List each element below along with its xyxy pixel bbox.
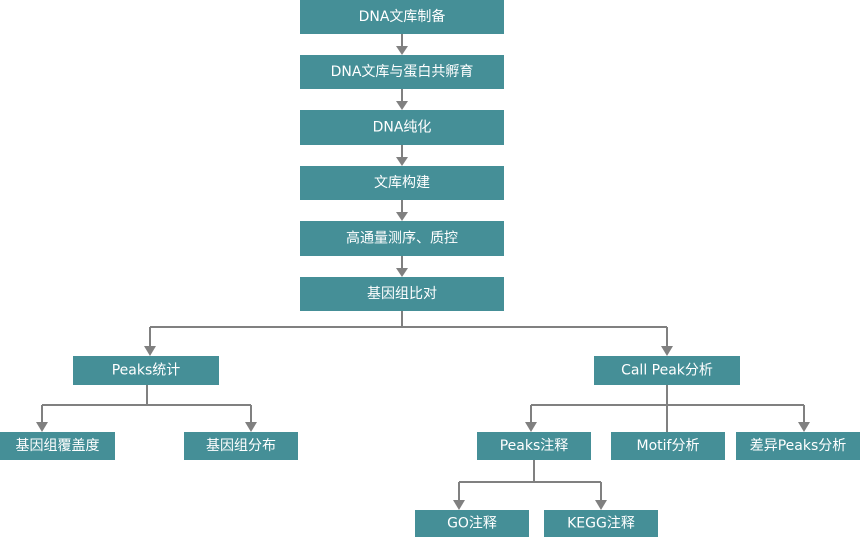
node-label: Motif分析 xyxy=(637,438,700,454)
node-label: DNA文库与蛋白共孵育 xyxy=(331,64,474,80)
node-call-peak-analysis: Call Peak分析 xyxy=(594,356,740,385)
arrowhead-n15 xyxy=(595,500,607,510)
node-genome-alignment: 基因组比对 xyxy=(300,277,504,311)
node-label: KEGG注释 xyxy=(567,516,635,532)
arrowhead-n9 xyxy=(36,422,48,432)
node-label: GO注释 xyxy=(447,516,497,532)
connector-n6-branch xyxy=(149,311,668,346)
node-dna-purification: DNA纯化 xyxy=(300,110,504,145)
node-label: 基因组覆盖度 xyxy=(16,437,100,454)
node-label: DNA纯化 xyxy=(373,120,432,136)
arrowhead-n14 xyxy=(453,500,465,510)
node-label: DNA文库制备 xyxy=(359,8,446,25)
node-genome-distribution: 基因组分布 xyxy=(184,432,298,460)
arrowhead-n8 xyxy=(661,346,673,356)
arrowhead-n4 xyxy=(396,157,408,166)
connector-n8-branch xyxy=(530,385,805,432)
arrowhead-n2 xyxy=(396,46,408,55)
node-label: Peaks统计 xyxy=(112,363,181,379)
node-peaks-statistics: Peaks统计 xyxy=(73,356,219,385)
node-label: Call Peak分析 xyxy=(621,363,713,379)
node-label: 文库构建 xyxy=(374,175,430,191)
node-peaks-annotation: Peaks注释 xyxy=(477,432,591,460)
node-sequencing-qc: 高通量测序、质控 xyxy=(300,221,504,256)
node-library-construction: 文库构建 xyxy=(300,166,504,200)
node-label: 基因组分布 xyxy=(206,437,276,454)
node-differential-peaks-analysis: 差异Peaks分析 xyxy=(736,432,860,460)
node-dna-protein-incubation: DNA文库与蛋白共孵育 xyxy=(300,55,504,89)
node-kegg-annotation: KEGG注释 xyxy=(544,510,658,537)
arrowhead-n6 xyxy=(396,268,408,277)
connector-n7-branch xyxy=(41,385,252,422)
node-label: 差异Peaks分析 xyxy=(750,438,847,454)
node-motif-analysis: Motif分析 xyxy=(611,432,725,460)
arrowhead-n11 xyxy=(525,422,537,432)
node-go-annotation: GO注释 xyxy=(415,510,529,537)
arrowhead-n3 xyxy=(396,101,408,110)
node-label: 高通量测序、质控 xyxy=(346,230,458,247)
node-dna-library-prep: DNA文库制备 xyxy=(300,0,504,34)
connectors xyxy=(36,34,810,510)
arrowhead-n13 xyxy=(798,422,810,432)
arrowhead-n10 xyxy=(245,422,257,432)
arrowhead-n7 xyxy=(144,346,156,356)
node-label: Peaks注释 xyxy=(500,438,569,454)
connector-n11-branch xyxy=(458,460,602,500)
arrowhead-n5 xyxy=(396,212,408,221)
node-label: 基因组比对 xyxy=(367,285,437,302)
node-genome-coverage: 基因组覆盖度 xyxy=(0,432,115,460)
